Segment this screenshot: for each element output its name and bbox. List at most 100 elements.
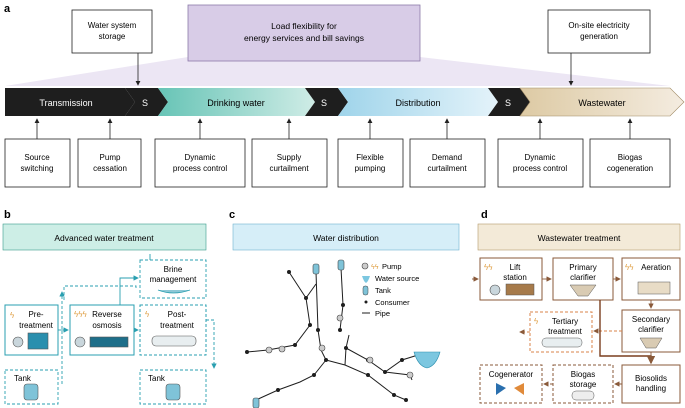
biosolids-label-2: handling (636, 384, 666, 393)
panel-d-title: Wastewater treatment (538, 233, 621, 243)
stage-wastewater-label: Wastewater (578, 98, 625, 108)
post-treatment-box (139, 304, 207, 356)
secondary-clarifier-icon (639, 337, 663, 349)
legend-water-source-label: Water source (375, 274, 419, 283)
storage-chevron-1 (125, 88, 168, 116)
strategy-box-8 (589, 138, 671, 188)
strategy-label-5a: Flexible (356, 153, 384, 162)
lift-pump-icon (489, 284, 501, 296)
brine-label-2: management (150, 275, 197, 284)
panel-b-title: Advanced water treatment (54, 233, 154, 243)
distribution-network (246, 267, 419, 401)
load-flexibility-line1: Load flexibility for (271, 21, 337, 31)
water-system-storage-box (71, 9, 153, 54)
stage-drinking-water (158, 88, 315, 116)
legend-consumer-icon (364, 300, 368, 304)
strategy-label-6b: curtailment (427, 164, 467, 173)
strategy-box-5 (337, 138, 404, 188)
stage-transmission-label: Transmission (39, 98, 92, 108)
tank-left-label: Tank (14, 374, 32, 383)
panel-b-title-box (2, 223, 207, 251)
panel-a-letter: a (4, 3, 11, 15)
lift-station-label-1: Lift (510, 263, 521, 272)
aeration-tank-icon (637, 281, 671, 295)
water-system-storage-line1: Water system (88, 21, 137, 30)
secondary-clarifier-label-1: Secondary (632, 315, 670, 324)
tank-right-label: Tank (148, 374, 166, 383)
panel-c-title: Water distribution (313, 233, 379, 243)
energy-icon-lift: ϟϟ (484, 263, 493, 272)
cogenerator-icon-left (496, 383, 506, 395)
strategy-label-1a: Source (24, 153, 50, 162)
load-flexibility-box (187, 4, 421, 62)
strategy-label-2a: Pump (100, 153, 121, 162)
panel-b-flows (58, 254, 217, 384)
ro-membrane-icon (74, 336, 129, 348)
legend-water-source-icon (362, 276, 370, 283)
legend-tank-icon (362, 285, 369, 296)
post-treatment-label-2: treatment (160, 321, 195, 330)
stage-wastewater (519, 87, 685, 117)
panel-c-title-box (232, 223, 460, 251)
strategy-box-2 (77, 138, 142, 188)
strategy-label-4b: curtailment (269, 164, 309, 173)
primary-clarifier-icon (569, 284, 597, 297)
biogas-storage-label-1: Biogas (571, 370, 595, 379)
legend-pipe-label: Pipe (375, 309, 390, 318)
strategy-label-3a: Dynamic (184, 153, 215, 162)
pre-treatment-label-2: treatment (19, 321, 54, 330)
storage-marker-3: S (505, 98, 511, 108)
post-treatment-label-1: Post- (168, 310, 187, 319)
panel-d-title-box (477, 223, 681, 251)
legend-tank-label: Tank (375, 286, 391, 295)
ro-label-1: Reverse (92, 310, 122, 319)
brine-label-1: Brine (164, 265, 183, 274)
load-flexibility-line2: energy services and bill savings (244, 33, 364, 43)
strategy-box-7 (497, 138, 584, 188)
storage-marker-2: S (321, 98, 327, 108)
biogas-storage-label-2: storage (570, 380, 597, 389)
energy-icon-tertiary: ϟ (534, 317, 539, 326)
strategy-box-4 (251, 138, 328, 188)
legend-pump-label: Pump (382, 262, 402, 271)
tank-left-icon (23, 383, 39, 401)
onsite-generation-box (547, 9, 651, 54)
water-source-icon (413, 351, 441, 369)
tertiary-label-2: treatment (548, 327, 583, 336)
energy-icon-pre: ϟ (10, 311, 15, 320)
primary-clarifier-label-1: Primary (569, 263, 597, 272)
storage-marker-1: S (142, 98, 148, 108)
energy-icon-post: ϟ (145, 310, 150, 319)
strategy-label-6a: Demand (432, 153, 462, 162)
storage-chevron-2 (305, 88, 348, 116)
ro-label-2: osmosis (92, 321, 121, 330)
strategy-label-8b: cogeneration (607, 164, 653, 173)
onsite-generation-line2: generation (580, 32, 618, 41)
cogenerator-icon-right (514, 383, 524, 395)
strategy-box-6 (409, 138, 486, 188)
network-tanks (252, 259, 345, 408)
tertiary-label-1: Tertiary (552, 317, 578, 326)
pump-and-filter-icon (12, 332, 49, 350)
energy-icon-ro: ϟϟϟ (74, 310, 87, 319)
tertiary-reactor-icon (541, 337, 583, 348)
stage-distribution (338, 88, 498, 116)
panel-b-letter: b (4, 209, 11, 221)
biogas-tank-icon (571, 390, 595, 401)
strategy-boxes: Source switching Pump cessation Dynamic … (4, 118, 671, 188)
stage-transmission (5, 88, 135, 116)
energy-icon-aeration: ϟϟ (625, 263, 634, 272)
strategy-label-4a: Supply (277, 153, 301, 162)
strategy-box-1 (4, 138, 71, 188)
onsite-generation-line1: On-site electricity (568, 21, 629, 30)
strategy-label-1b: switching (21, 164, 54, 173)
panel-d-flows (472, 276, 656, 387)
uv-reactor-icon (151, 335, 197, 347)
storage-chevron-3 (488, 88, 530, 116)
cogenerator-box (479, 364, 543, 404)
tank-right-icon (165, 383, 181, 401)
panel-d-letter: d (481, 209, 488, 221)
biosolids-label-1: Biosolids (635, 374, 667, 383)
